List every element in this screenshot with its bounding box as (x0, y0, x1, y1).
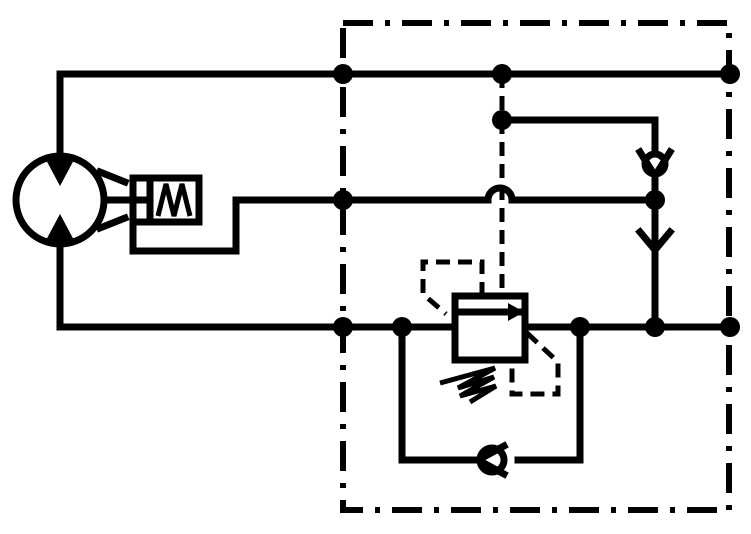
pilot-check-valve-icon (635, 147, 675, 256)
junction-dots (333, 64, 740, 337)
pilot-branch-line (498, 116, 659, 156)
valve-block-boundary (340, 20, 732, 513)
brake-line (129, 184, 659, 255)
bypass-loop-line (398, 323, 584, 464)
brake-cylinder-icon (121, 174, 203, 226)
bottom-return-line (56, 244, 734, 331)
relief-drain-line (509, 331, 561, 397)
hydraulic-motor-icon (12, 152, 130, 248)
check-valve-icon (470, 441, 509, 479)
relief-pilot-loop (420, 259, 485, 316)
relief-valve-icon (439, 292, 529, 405)
